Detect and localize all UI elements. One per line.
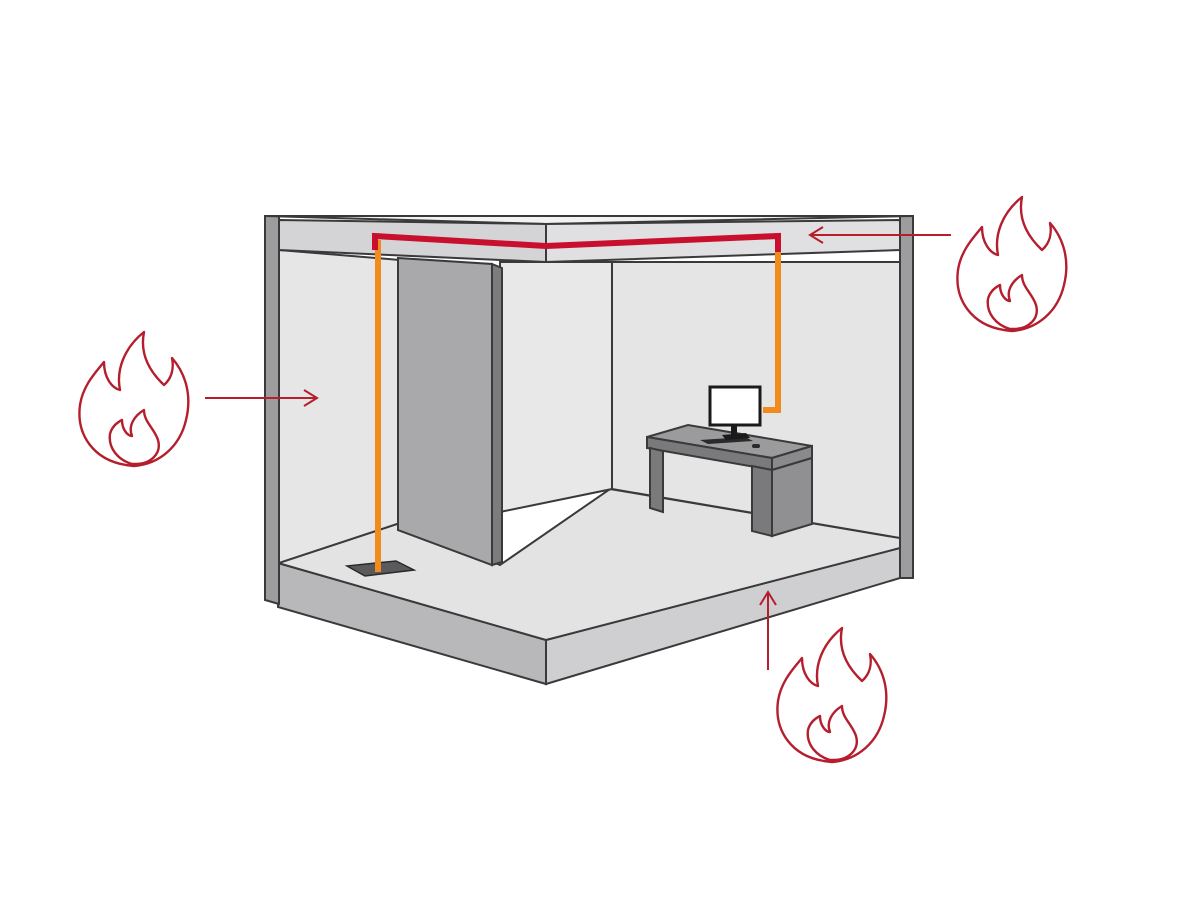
left-outer-wall-section (264, 215, 280, 606)
monitor-stand (731, 425, 737, 435)
right-outer-wall (899, 215, 914, 579)
monitor-base (722, 433, 750, 440)
fire-icon (78, 330, 190, 468)
arrow-bottom-head (759, 590, 777, 606)
desk-left-leg (649, 446, 664, 514)
wall-center-back (499, 261, 613, 514)
right-outer-wall-section (899, 215, 914, 579)
desk-right-leg-front (751, 464, 773, 538)
arrow-right-icon (205, 389, 319, 407)
left-outer-wall (264, 215, 280, 606)
wall-left-back (278, 248, 401, 565)
fire-icon (956, 195, 1068, 333)
ceiling-top (264, 215, 914, 226)
duct-routes (372, 232, 781, 572)
orange-duct-right (763, 240, 781, 413)
arrow-left-icon (808, 226, 951, 244)
desk-icon (646, 423, 813, 538)
arrow-up-icon (759, 590, 777, 670)
partition-wall-edge (491, 262, 503, 567)
monitor-icon (708, 385, 762, 440)
mouse (752, 444, 760, 448)
arrow-right-head (808, 226, 824, 244)
partition-wall (397, 256, 503, 567)
desk-right-leg-side (771, 456, 813, 538)
monitor-screen (708, 385, 762, 427)
partition-wall-front (397, 256, 493, 567)
arrow-left-head (303, 389, 319, 407)
fire-icon (776, 626, 888, 764)
red-duct-ceiling (372, 232, 781, 252)
